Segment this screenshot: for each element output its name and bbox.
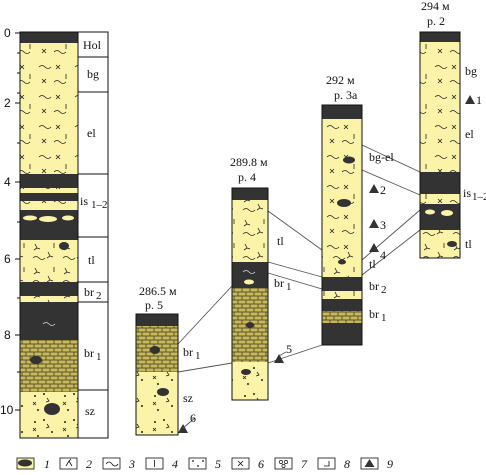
- ref-unit-br1: br: [84, 346, 94, 360]
- depth-tick-4: 4: [4, 175, 11, 189]
- r2-label-el: el: [465, 127, 474, 141]
- tilde-icon: [102, 457, 121, 470]
- r2-label-is-sub: 1–2: [472, 191, 486, 203]
- legend-num-1: 1: [44, 457, 50, 471]
- depth-tick-2: 2: [4, 96, 11, 110]
- correlation-lines: [177, 144, 421, 373]
- r3a-sample-3: 3: [380, 218, 386, 232]
- r2-name: р. 2: [427, 14, 445, 28]
- r4-label-br: br: [274, 276, 284, 290]
- r2-elevation: 294 м: [421, 0, 450, 13]
- ref-unit-el: el: [87, 126, 96, 140]
- section-r2: 294 м р. 2 bg el is 1–2 tl 1: [419, 0, 486, 259]
- depth-tick-8: 8: [4, 328, 11, 342]
- r3a-sample-2: 2: [380, 183, 386, 197]
- r3a-sample-4: 4: [380, 248, 386, 262]
- depth-axis: 0 2 4 6 8 10: [0, 26, 21, 438]
- legend: 1 2 3 4 5 6: [16, 457, 393, 471]
- depth-tick-10: 10: [0, 403, 14, 417]
- legend-num-5: 5: [215, 457, 221, 471]
- r3a-elevation: 292 м: [326, 73, 355, 87]
- ref-unit-is-sub: 1–2: [91, 199, 108, 211]
- section-r3a: 292 м р. 3а bg-el tl br 2 br 1 2 3 4: [321, 73, 394, 346]
- r2-label-tl: tl: [465, 237, 472, 251]
- sample-triangle-1: [465, 95, 475, 104]
- r5-label-br-sub: 1: [195, 350, 201, 362]
- depth-tick-6: 6: [4, 252, 11, 266]
- ref-unit-hol: Hol: [83, 38, 102, 52]
- r4-label-tl: tl: [277, 234, 284, 248]
- r5-label-sz: sz: [183, 391, 193, 405]
- sample-triangle-6: [178, 424, 188, 433]
- r4-name: р. 4: [238, 170, 256, 184]
- r3a-label-tl: tl: [369, 257, 376, 271]
- r2-label-is: is: [463, 186, 471, 200]
- triangle-icon: [360, 457, 379, 470]
- sample-triangle-5: [274, 354, 284, 363]
- ref-unit-tl: tl: [88, 253, 95, 267]
- legend-num-2: 2: [86, 457, 92, 471]
- sample-triangle-3: [369, 219, 379, 228]
- r2-label-bg: bg: [465, 64, 477, 78]
- dots-icon: [188, 457, 207, 470]
- section-r4: 289.8 м р. 4 tl br 1 5: [230, 155, 292, 401]
- r3a-label-br2-sub: 2: [381, 284, 387, 296]
- sample-triangle-2: [369, 184, 379, 193]
- legend-num-9: 9: [387, 457, 393, 471]
- ref-unit-br2-sub: 2: [96, 290, 102, 302]
- lambda-icon: [59, 457, 78, 470]
- r5-sample-6: 6: [190, 411, 196, 425]
- r3a-label-br2: br: [369, 279, 379, 293]
- ref-unit-br1-sub: 1: [96, 351, 102, 363]
- pebbles-icon: [274, 457, 293, 470]
- r2-sample-1: 1: [476, 93, 482, 107]
- vertical-bar-icon: [145, 457, 164, 470]
- r3a-label-bgel: bg-el: [369, 150, 394, 164]
- lens-icon: [16, 457, 35, 470]
- sample-triangle-4: [369, 243, 379, 252]
- legend-num-3: 3: [128, 457, 135, 471]
- depth-tick-0: 0: [4, 26, 11, 40]
- r5-elevation: 286.5 м: [139, 284, 177, 298]
- legend-num-6: 6: [258, 457, 264, 471]
- r4-label-br-sub: 1: [286, 281, 292, 293]
- r3a-label-br1-sub: 1: [381, 312, 387, 324]
- legend-num-8: 8: [344, 457, 350, 471]
- section-r5: 286.5 м р. 5 br 1 sz 6: [135, 284, 201, 436]
- r5-name: р. 5: [145, 298, 163, 312]
- r4-sample-5: 5: [286, 342, 292, 356]
- legend-num-4: 4: [172, 457, 178, 471]
- reference-column: [19, 31, 79, 439]
- r3a-name: р. 3а: [334, 88, 358, 102]
- r5-label-br: br: [183, 345, 193, 359]
- ref-unit-br2: br: [84, 285, 94, 299]
- reference-unit-boxes: Hol bg el is 1–2 tl br 2 br 1 sz: [77, 31, 109, 439]
- corner-icon: [317, 457, 336, 470]
- r4-elevation: 289.8 м: [230, 155, 268, 169]
- legend-num-7: 7: [301, 457, 308, 471]
- ref-unit-is: is: [80, 194, 88, 208]
- cross-icon: [231, 457, 250, 470]
- ref-unit-sz: sz: [85, 404, 95, 418]
- r3a-label-br1: br: [369, 307, 379, 321]
- ref-unit-bg: bg: [87, 67, 99, 81]
